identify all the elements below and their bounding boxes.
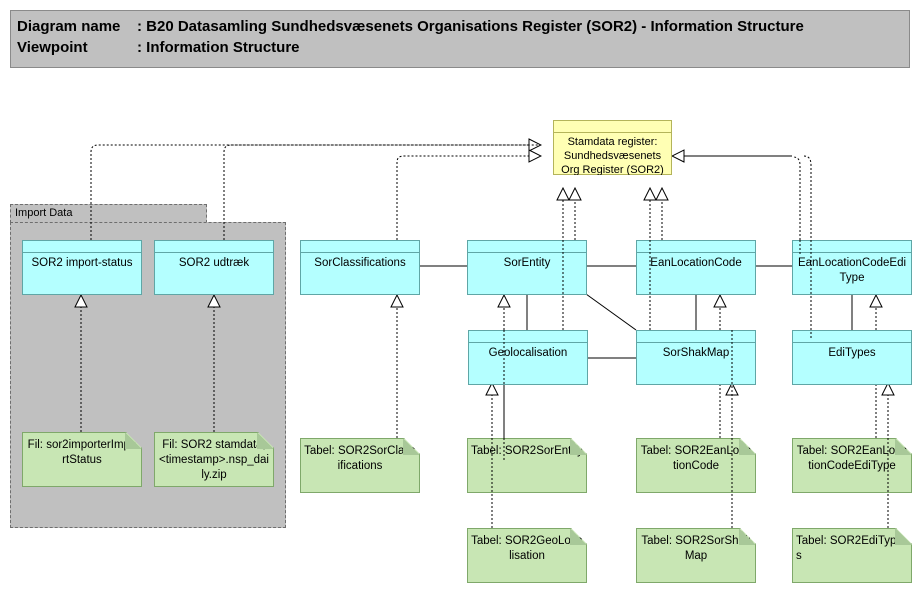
object-header-bar [301, 241, 419, 253]
note-fold-icon [570, 528, 587, 545]
object-sor2-import-status[interactable]: SOR2 import-status [22, 240, 142, 295]
object-sor-classifications[interactable]: SorClassifications [300, 240, 420, 295]
note-fold-icon [895, 438, 912, 455]
object-header-bar [155, 241, 273, 253]
object-label: EanLocationCodeEdiType [797, 257, 907, 284]
object-ean-location-code[interactable]: EanLocationCode [636, 240, 756, 295]
object-label: EanLocationCode [650, 257, 742, 269]
stamdata-register-label: Stamdata register: Sundhedsvæsenets Org … [561, 136, 664, 175]
viewpoint-row: Viewpoint : Information Structure [17, 37, 909, 58]
artifact-label: Tabel: SOR2EdiTypes [796, 535, 903, 562]
artifact-tabel-ean-edi[interactable]: Tabel: SOR2EanLocationCodeEdiType [792, 438, 912, 493]
note-fold-icon [403, 438, 420, 455]
object-header-bar [793, 241, 911, 253]
artifact-label: Tabel: SOR2SorShakMap [641, 535, 751, 562]
object-label: SorShakMap [662, 347, 730, 359]
artifact-fil-import-status[interactable]: Fil: sor2importerImportStatus [22, 432, 142, 487]
object-header-bar [468, 241, 586, 253]
artifact-tabel-classifications[interactable]: Tabel: SOR2SorClassifications [300, 438, 420, 493]
artifact-tabel-ean[interactable]: Tabel: SOR2EanLocationCode [636, 438, 756, 493]
note-fold-icon [895, 528, 912, 545]
note-fold-icon [739, 528, 756, 545]
object-edi-types[interactable]: EdiTypes [792, 330, 912, 385]
object-header-bar [637, 241, 755, 253]
object-sor-shak-map[interactable]: SorShakMap [636, 330, 756, 385]
artifact-label: Fil: sor2importerImportStatus [27, 439, 137, 466]
diagram-name-label: Diagram name [17, 18, 121, 35]
realization-classifications-root [396, 156, 541, 240]
object-header-bar [637, 331, 755, 343]
note-fold-icon [570, 438, 587, 455]
object-label: Geolocalisation [488, 347, 568, 359]
viewpoint-label: Viewpoint [17, 39, 88, 56]
realization-ediType-root [792, 156, 801, 240]
artifact-label: Tabel: SOR2SorEntity [471, 445, 583, 457]
object-geolocalisation[interactable]: Geolocalisation [468, 330, 588, 385]
artifact-tabel-geo[interactable]: Tabel: SOR2GeoLocalisation [467, 528, 587, 583]
object-sor-entity[interactable]: SorEntity [467, 240, 587, 295]
artifact-tabel-entity[interactable]: Tabel: SOR2SorEntity [467, 438, 587, 493]
object-label: SorEntity [503, 257, 551, 269]
object-header-bar [23, 241, 141, 253]
object-label: EdiTypes [828, 347, 876, 359]
artifact-label: Tabel: SOR2GeoLocalisation [471, 535, 583, 562]
artifact-tabel-shak[interactable]: Tabel: SOR2SorShakMap [636, 528, 756, 583]
object-header-bar [554, 121, 671, 133]
artifact-fil-udtraek[interactable]: Fil: SOR2 stamdata, <timestamp>.nsp_dail… [154, 432, 274, 487]
object-label: SorClassifications [314, 257, 406, 269]
object-sor2-udtraek[interactable]: SOR2 udtræk [154, 240, 274, 295]
object-header-bar [469, 331, 587, 343]
artifact-tabel-editypes[interactable]: Tabel: SOR2EdiTypes [792, 528, 912, 583]
artifact-label: Tabel: SOR2EanLocationCode [640, 445, 752, 472]
artifact-label: Fil: SOR2 stamdata, <timestamp>.nsp_dail… [159, 439, 269, 481]
diagram-name: : B20 Datasamling Sundhedsvæsenets Organ… [137, 18, 804, 35]
assoc-entity-shak [585, 293, 637, 331]
group-import-data-label[interactable]: Import Data [10, 204, 207, 223]
artifact-label: Tabel: SOR2EanLocationCodeEdiType [796, 445, 908, 472]
object-label: SOR2 import-status [31, 257, 133, 269]
object-header-bar [793, 331, 911, 343]
stamdata-register-object[interactable]: Stamdata register: Sundhedsvæsenets Org … [553, 120, 672, 175]
diagram-name-row: Diagram name : B20 Datasamling Sundhedsvæ… [17, 16, 909, 37]
viewpoint: : Information Structure [137, 39, 300, 56]
object-label: SOR2 udtræk [178, 257, 250, 269]
artifact-label: Tabel: SOR2SorClassifications [304, 445, 416, 472]
note-fold-icon [739, 438, 756, 455]
diagram-header: Diagram name : B20 Datasamling Sundhedsvæ… [10, 10, 910, 68]
object-ean-location-code-edi-type[interactable]: EanLocationCodeEdiType [792, 240, 912, 295]
